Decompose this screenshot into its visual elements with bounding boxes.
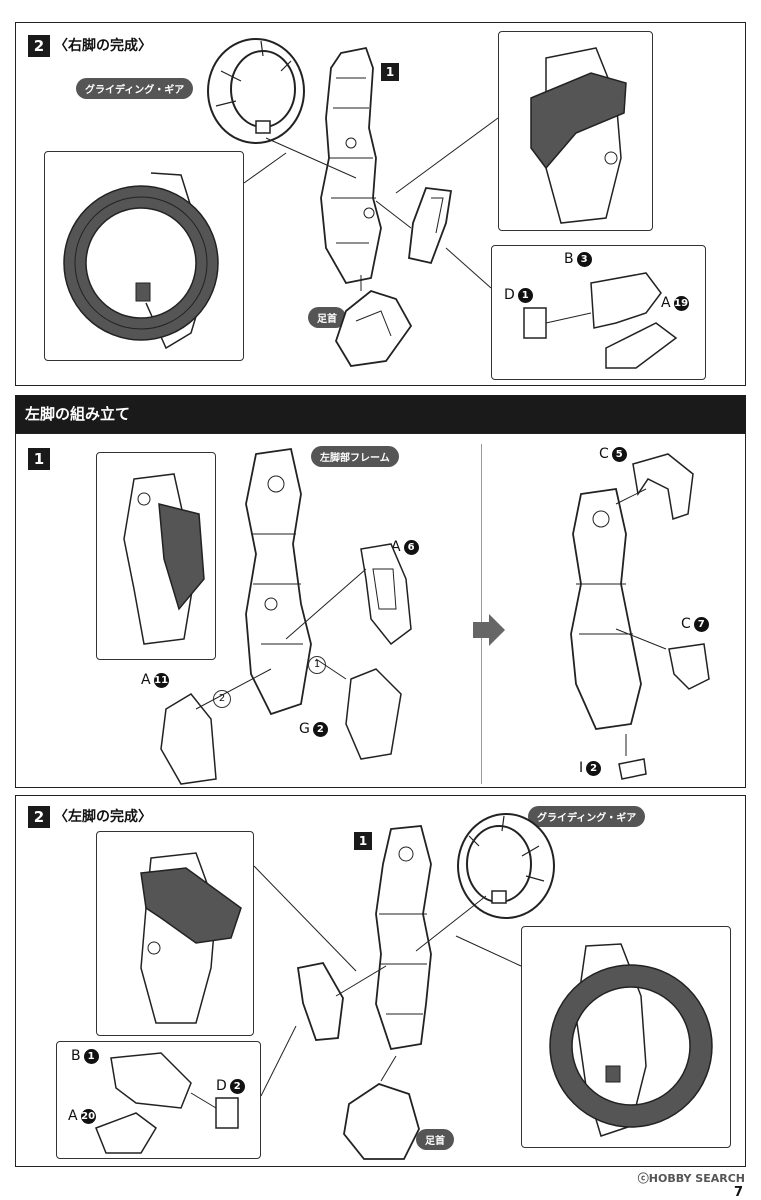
part-group-box: 1 — [354, 832, 372, 850]
gliding-gear-label: グライディング・ギア — [528, 806, 646, 827]
armor-part-illustration — [296, 961, 344, 1041]
left-leg-illustration — [375, 825, 432, 1051]
ankle-part-illustration — [343, 1083, 420, 1160]
part-a6-illustration — [360, 543, 412, 646]
part-c7-illustration — [668, 643, 710, 690]
gliding-gear-ring-illustration — [207, 38, 305, 144]
part-group-box: 1 — [381, 63, 399, 81]
left-leg-frame-illustration — [245, 447, 312, 716]
ankle-part-illustration — [335, 289, 413, 367]
left-leg-assembled-illustration — [570, 487, 642, 730]
part-a11-illustration — [160, 693, 217, 785]
next-step-arrow — [473, 614, 505, 646]
gliding-gear-label: グライディング・ギア — [76, 78, 194, 99]
parts-breakdown-illustration — [523, 272, 678, 369]
step-number: 2 — [28, 35, 50, 57]
step-panel-right-leg: 2 〈右脚の完成〉 グライディング・ギア 1 足首 — [15, 22, 746, 386]
part-i2-illustration — [618, 758, 647, 780]
ring-detail-illustration — [549, 943, 713, 1137]
step-number: 1 — [28, 448, 50, 470]
ring-detail-illustration — [63, 172, 219, 350]
left-frame-detail-illustration — [123, 473, 205, 645]
order-marker-2: 2 — [213, 690, 231, 708]
assembly-guide-lines — [195, 488, 667, 756]
ankle-label: 足首 — [416, 1129, 454, 1150]
section-title-left-leg-assembly: 左脚の組み立て — [15, 395, 746, 433]
ankle-label: 足首 — [308, 307, 346, 328]
parts-breakdown-illustration — [95, 1052, 239, 1154]
thigh-armor-detail-illustration — [530, 47, 627, 224]
armor-part-illustration — [408, 187, 453, 265]
part-g2-illustration — [345, 668, 402, 760]
step-title: 〈左脚の完成〉 — [54, 809, 152, 825]
assembly-guide-lines — [243, 117, 499, 291]
gliding-gear-ring-illustration — [457, 813, 555, 919]
assembly-guide-lines — [253, 865, 522, 1097]
step-title: 〈右脚の完成〉 — [54, 38, 152, 54]
left-leg-frame-label: 左脚部フレーム — [311, 446, 399, 467]
watermark: ⓒHOBBY SEARCH — [637, 1172, 745, 1185]
step-divider — [481, 444, 482, 784]
right-leg-frame-illustration — [320, 46, 382, 285]
thigh-armor-detail-illustration — [140, 852, 242, 1024]
step-number: 2 — [28, 806, 50, 828]
page-number: 7 — [733, 1185, 743, 1200]
part-c5-illustration — [632, 453, 694, 520]
